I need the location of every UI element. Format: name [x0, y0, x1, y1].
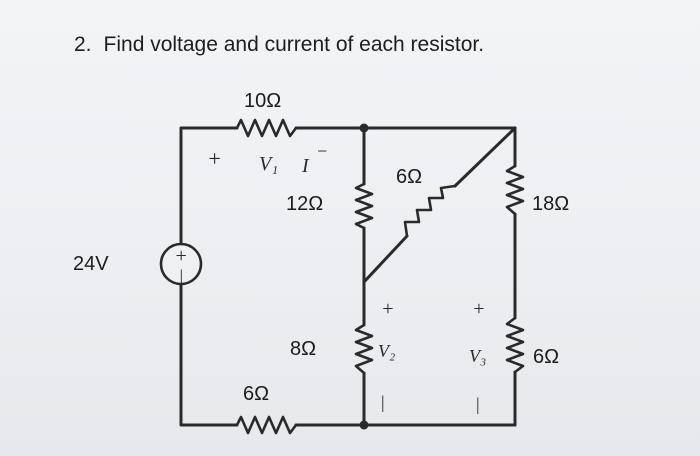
diagonal-wire	[362, 126, 517, 284]
resistor-6-ohm-bottom	[235, 415, 298, 435]
v2-minus-sign: |	[380, 392, 385, 412]
junction-top	[359, 123, 369, 133]
label-12-ohm: 12Ω	[286, 193, 323, 215]
v2-plus-sign: +	[381, 298, 395, 320]
current-label: I	[301, 155, 310, 177]
question-number: 2.	[74, 33, 92, 56]
question-text: 2. Find voltage and current of each resis…	[74, 33, 484, 57]
label-6-ohm-diagonal: 6Ω	[396, 166, 422, 188]
resistor-18-ohm	[505, 164, 525, 216]
source-minus-sign: |	[179, 266, 184, 286]
v3-label: V₃	[469, 346, 486, 366]
label-24v: 24V	[73, 253, 109, 275]
label-10-ohm: 10Ω	[244, 90, 281, 112]
resistor-6-ohm-diagonal	[403, 184, 457, 238]
voltage-source	[159, 242, 203, 286]
v3-minus-sign: |	[475, 394, 480, 414]
left-wire-bottom	[179, 282, 239, 427]
label-6-ohm-right: 6Ω	[533, 346, 559, 368]
resistor-6-ohm-right	[505, 316, 525, 374]
left-wire-top	[179, 126, 239, 246]
label-18-ohm: 18Ω	[532, 193, 569, 215]
resistor-12-ohm	[354, 182, 374, 230]
resistor-10-ohm	[235, 118, 298, 138]
label-8-ohm: 8Ω	[290, 338, 316, 360]
v1-label: V₁	[259, 153, 278, 175]
label-6-ohm-bottom: 6Ω	[243, 383, 269, 405]
source-plus-sign: +	[174, 245, 188, 267]
v1-minus-sign: −	[316, 141, 328, 161]
v3-plus-sign: +	[472, 298, 486, 320]
v2-label: V₂	[378, 341, 395, 361]
resistor-8-ohm	[354, 323, 374, 375]
question-body: Find voltage and current of each resisto…	[103, 33, 485, 56]
junction-bottom	[359, 420, 369, 430]
v1-plus-sign: +	[207, 146, 222, 171]
